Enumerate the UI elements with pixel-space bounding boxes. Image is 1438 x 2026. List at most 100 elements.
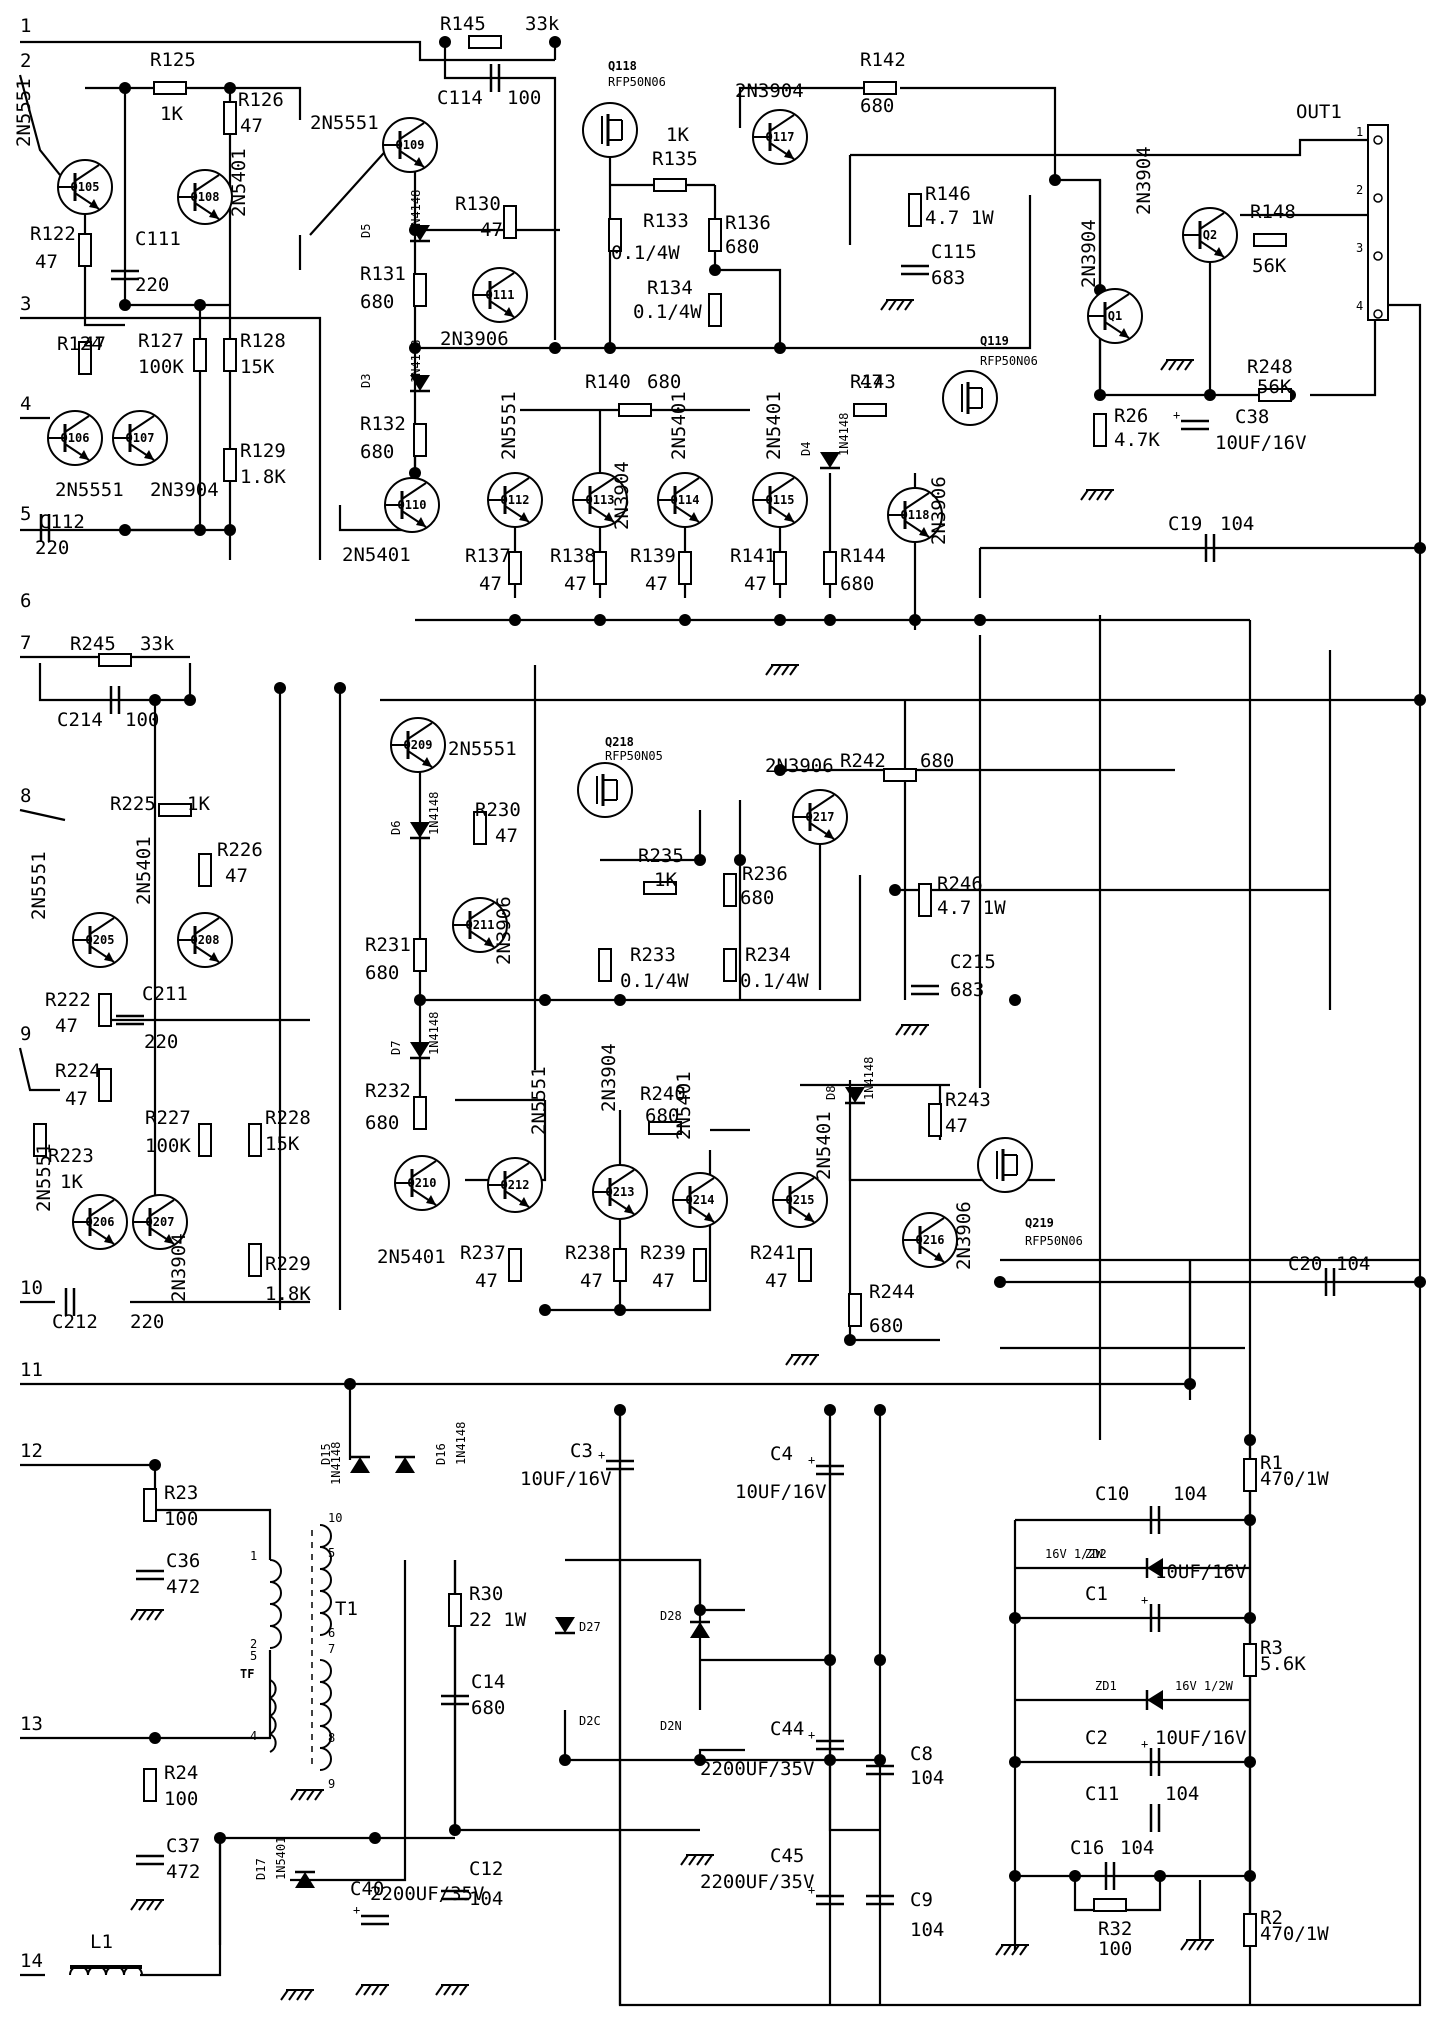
capacitor-c214 bbox=[109, 686, 121, 714]
transistor-ref: Q212 bbox=[501, 1178, 530, 1192]
transistor-part: 2N5401 bbox=[673, 1071, 695, 1140]
diode-label: D3 bbox=[359, 374, 373, 388]
junction-dot bbox=[559, 1754, 571, 1766]
capacitor-value: 680 bbox=[471, 1697, 505, 1719]
junction-dot bbox=[549, 36, 561, 48]
resistor-value: 47 bbox=[860, 371, 883, 393]
capacitor-value: 472 bbox=[166, 1576, 200, 1598]
wire bbox=[565, 1558, 702, 1710]
transistor-q208 bbox=[177, 912, 233, 968]
capacitor-c114 bbox=[489, 64, 501, 92]
resistor-r1 bbox=[1243, 1458, 1257, 1492]
resistor-value: 5.6K bbox=[1260, 1653, 1306, 1675]
resistor-r145 bbox=[468, 35, 502, 49]
transistor-q209 bbox=[390, 717, 446, 773]
ground-symbol bbox=[280, 1989, 314, 2001]
junction-dot bbox=[214, 1832, 226, 1844]
resistor-value: 1K bbox=[187, 793, 210, 815]
io-pin-4: 4 bbox=[20, 393, 31, 415]
resistor-label: R222 bbox=[45, 989, 91, 1011]
diode-label: D27 bbox=[579, 1620, 601, 1634]
capacitor-label: C11 bbox=[1085, 1783, 1119, 1805]
resistor-value: 47 bbox=[765, 1270, 788, 1292]
resistor-value: 470/1W bbox=[1260, 1923, 1329, 1945]
resistor-value: 680 bbox=[725, 236, 759, 258]
transistor-ref: Q213 bbox=[606, 1185, 635, 1199]
capacitor-c211 bbox=[116, 1014, 144, 1026]
resistor-label: R244 bbox=[869, 1281, 915, 1303]
transistor-q118 bbox=[887, 487, 943, 543]
transistor-ref: Q105 bbox=[71, 180, 100, 194]
io-pin-9: 9 bbox=[20, 1023, 31, 1045]
transistor-part: 2N3904 bbox=[1133, 146, 1155, 215]
transistor-ref: Q114 bbox=[671, 493, 700, 507]
junction-dot bbox=[184, 694, 196, 706]
resistor-value: 47 bbox=[652, 1270, 675, 1292]
wire bbox=[338, 162, 417, 532]
capacitor-value: 104 bbox=[1336, 1253, 1370, 1275]
resistor-label: R236 bbox=[742, 863, 788, 885]
ground-symbol bbox=[435, 1984, 469, 1996]
junction-dot bbox=[149, 694, 161, 706]
resistor-r135 bbox=[653, 178, 687, 192]
wire bbox=[698, 1560, 745, 1612]
resistor-label: R137 bbox=[465, 545, 511, 567]
transistor-part: 2N5551 bbox=[528, 1066, 550, 1135]
resistor-r30 bbox=[448, 1593, 462, 1627]
resistor-r26 bbox=[1093, 413, 1107, 447]
resistor-label: R130 bbox=[455, 193, 501, 215]
capacitor-value: 2200UF/35V bbox=[370, 1883, 484, 1905]
resistor-label: R134 bbox=[647, 277, 693, 299]
capacitor-label: C20 bbox=[1288, 1253, 1322, 1275]
resistor-r127 bbox=[193, 338, 207, 372]
resistor-r128 bbox=[223, 338, 237, 372]
diode-zd2 bbox=[1145, 1558, 1163, 1578]
capacitor-c12 bbox=[441, 1889, 469, 1901]
capacitor-c20 bbox=[1324, 1268, 1336, 1296]
capacitor-c115 bbox=[901, 264, 929, 276]
transistor-ref: Q112 bbox=[501, 493, 530, 507]
junction-dot bbox=[679, 614, 691, 626]
diode-part: 1N4148 bbox=[409, 190, 423, 233]
resistor-r232 bbox=[413, 1096, 427, 1130]
resistor-label: R228 bbox=[265, 1107, 311, 1129]
junction-dot bbox=[539, 1304, 551, 1316]
capacitor-c1 bbox=[1149, 1604, 1161, 1632]
capacitor-label: C214 bbox=[57, 709, 103, 731]
transistor-part: 2N5401 bbox=[133, 836, 155, 905]
transistor-q115 bbox=[752, 472, 808, 528]
transistor-ref: Q207 bbox=[146, 1215, 175, 1229]
capacitor-value: 100 bbox=[507, 87, 541, 109]
resistor-r24 bbox=[143, 1768, 157, 1802]
capacitor-value: 104 bbox=[910, 1919, 944, 1941]
ground-symbol bbox=[1080, 489, 1114, 501]
mosfet-part: RFP50N06 bbox=[608, 75, 666, 89]
junction-dot bbox=[119, 299, 131, 311]
junction-dot bbox=[409, 342, 421, 354]
plus-mark: + bbox=[598, 1448, 605, 1462]
capacitor-value: 683 bbox=[931, 267, 965, 289]
resistor-r235 bbox=[643, 881, 677, 895]
junction-dot bbox=[974, 614, 986, 626]
plus-mark: + bbox=[808, 1728, 815, 1742]
transistor-part: 2N3906 bbox=[953, 1201, 975, 1270]
transistor-q107 bbox=[112, 410, 168, 466]
resistor-label: R132 bbox=[360, 413, 406, 435]
junction-dot bbox=[539, 994, 551, 1006]
wire bbox=[738, 86, 870, 128]
transistor-q210 bbox=[394, 1155, 450, 1211]
junction-dot bbox=[149, 1732, 161, 1744]
resistor-label: R241 bbox=[750, 1242, 796, 1264]
transistor-q110 bbox=[384, 477, 440, 533]
capacitor-value: 10UF/16V bbox=[735, 1481, 827, 1503]
ground-symbol bbox=[130, 1609, 164, 1621]
junction-dot bbox=[1069, 1870, 1081, 1882]
junction-dot bbox=[449, 1824, 461, 1836]
capacitor-label: C111 bbox=[135, 228, 181, 250]
capacitor-label: C115 bbox=[931, 241, 977, 263]
transistor-q109 bbox=[382, 117, 438, 173]
io-pin-8: 8 bbox=[20, 785, 31, 807]
junction-dot bbox=[1414, 694, 1426, 706]
resistor-r2 bbox=[1243, 1913, 1257, 1947]
resistor-label: R23 bbox=[164, 1482, 198, 1504]
